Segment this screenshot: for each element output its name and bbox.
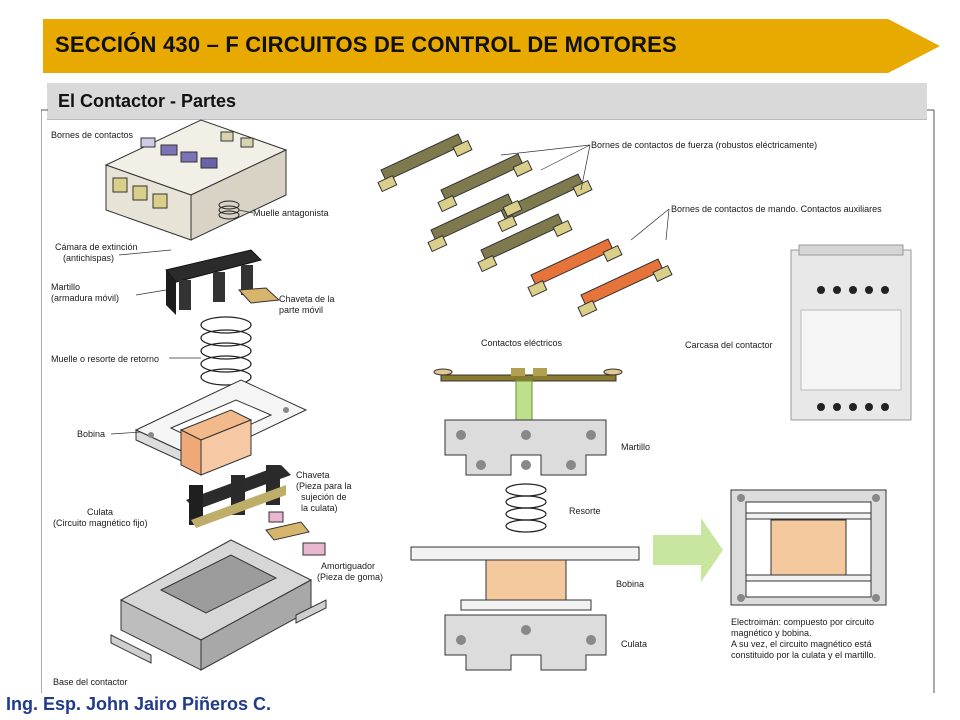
label-bobina-right: Bobina — [616, 579, 644, 589]
label-culata-2: (Circuito magnético fijo) — [53, 518, 148, 528]
label-bornes-fuerza: Bornes de contactos de fuerza (robustos … — [591, 140, 817, 150]
label-chaveta-1: Chaveta — [296, 470, 330, 480]
contact-terminal-block — [104, 119, 288, 241]
label-carcasa: Carcasa del contactor — [685, 340, 773, 350]
key-clip-part — [265, 511, 310, 541]
moving-key-part — [237, 287, 281, 304]
hammer-core-right — [444, 419, 607, 476]
label-electroiman-2: magnético y bobina. — [731, 628, 812, 638]
label-amortiguador-1: Amortiguador — [321, 561, 375, 571]
label-martillo-2: (armadura móvil) — [51, 293, 119, 303]
power-contact-bars — [377, 133, 593, 273]
coil-right — [410, 546, 640, 611]
label-camara-1: Cámara de extinción — [55, 242, 138, 252]
header-banner: SECCIÓN 430 – F CIRCUITOS DE CONTROL DE … — [43, 19, 940, 73]
label-resorte: Resorte — [569, 506, 601, 516]
label-electroiman-1: Electroimán: compuesto por circuito — [731, 617, 874, 627]
label-chaveta-movil-2: parte móvil — [279, 305, 323, 315]
spring-right-icon — [505, 483, 547, 533]
label-culata-right: Culata — [621, 639, 647, 649]
fixed-magnetic-core — [186, 465, 291, 528]
label-electroiman-3: A su vez, el circuito magnético está — [731, 639, 872, 649]
electromagnet-assembled — [730, 489, 887, 606]
banner-arrow-shape — [43, 19, 940, 73]
label-bobina-left: Bobina — [77, 429, 105, 439]
diagram-frame — [41, 109, 935, 693]
coil-assembly — [134, 379, 308, 476]
culata-right — [444, 614, 607, 671]
label-muelle-antagonista: Muelle antagonista — [253, 208, 329, 218]
label-muelle-retorno: Muelle o resorte de retorno — [51, 354, 159, 364]
label-bornes-contactos: Bornes de contactos — [51, 130, 134, 140]
label-base: Base del contactor — [53, 677, 128, 687]
label-chaveta-4: la culata) — [301, 503, 338, 513]
label-chaveta-2: (Pieza para la — [296, 481, 352, 491]
moving-armature-part — [165, 249, 262, 315]
label-contactos-electricos: Contactos eléctricos — [481, 338, 563, 348]
label-martillo-1: Martillo — [51, 282, 80, 292]
slide-subtitle: El Contactor - Partes — [58, 91, 237, 111]
label-chaveta-movil-1: Chaveta de la — [279, 294, 335, 304]
rubber-damper-part — [302, 542, 326, 556]
label-amortiguador-2: (Pieza de goma) — [317, 572, 383, 582]
contactor-base — [110, 539, 327, 671]
author-footer: Ing. Esp. John Jairo Piñeros C. — [6, 694, 272, 714]
label-martillo-right: Martillo — [621, 442, 650, 452]
auxiliary-contact-bars — [527, 238, 673, 318]
return-spring-icon — [200, 316, 252, 386]
arrow-icon — [653, 518, 723, 582]
label-bornes-mando: Bornes de contactos de mando. Contactos … — [671, 204, 882, 214]
label-culata-1: Culata — [87, 507, 113, 517]
label-electroiman-4: constituido por la culata y el martillo. — [731, 650, 876, 660]
contactor-parts-diagram: Bornes de contactos Muelle antagonista C… — [51, 119, 912, 687]
subheader-bar: El Contactor - Partes — [47, 83, 927, 120]
label-chaveta-3: sujeción de — [301, 492, 347, 502]
page-title: SECCIÓN 430 – F CIRCUITOS DE CONTROL DE … — [55, 32, 677, 57]
label-camara-2: (antichispas) — [63, 253, 114, 263]
contactor-housing — [790, 244, 912, 421]
